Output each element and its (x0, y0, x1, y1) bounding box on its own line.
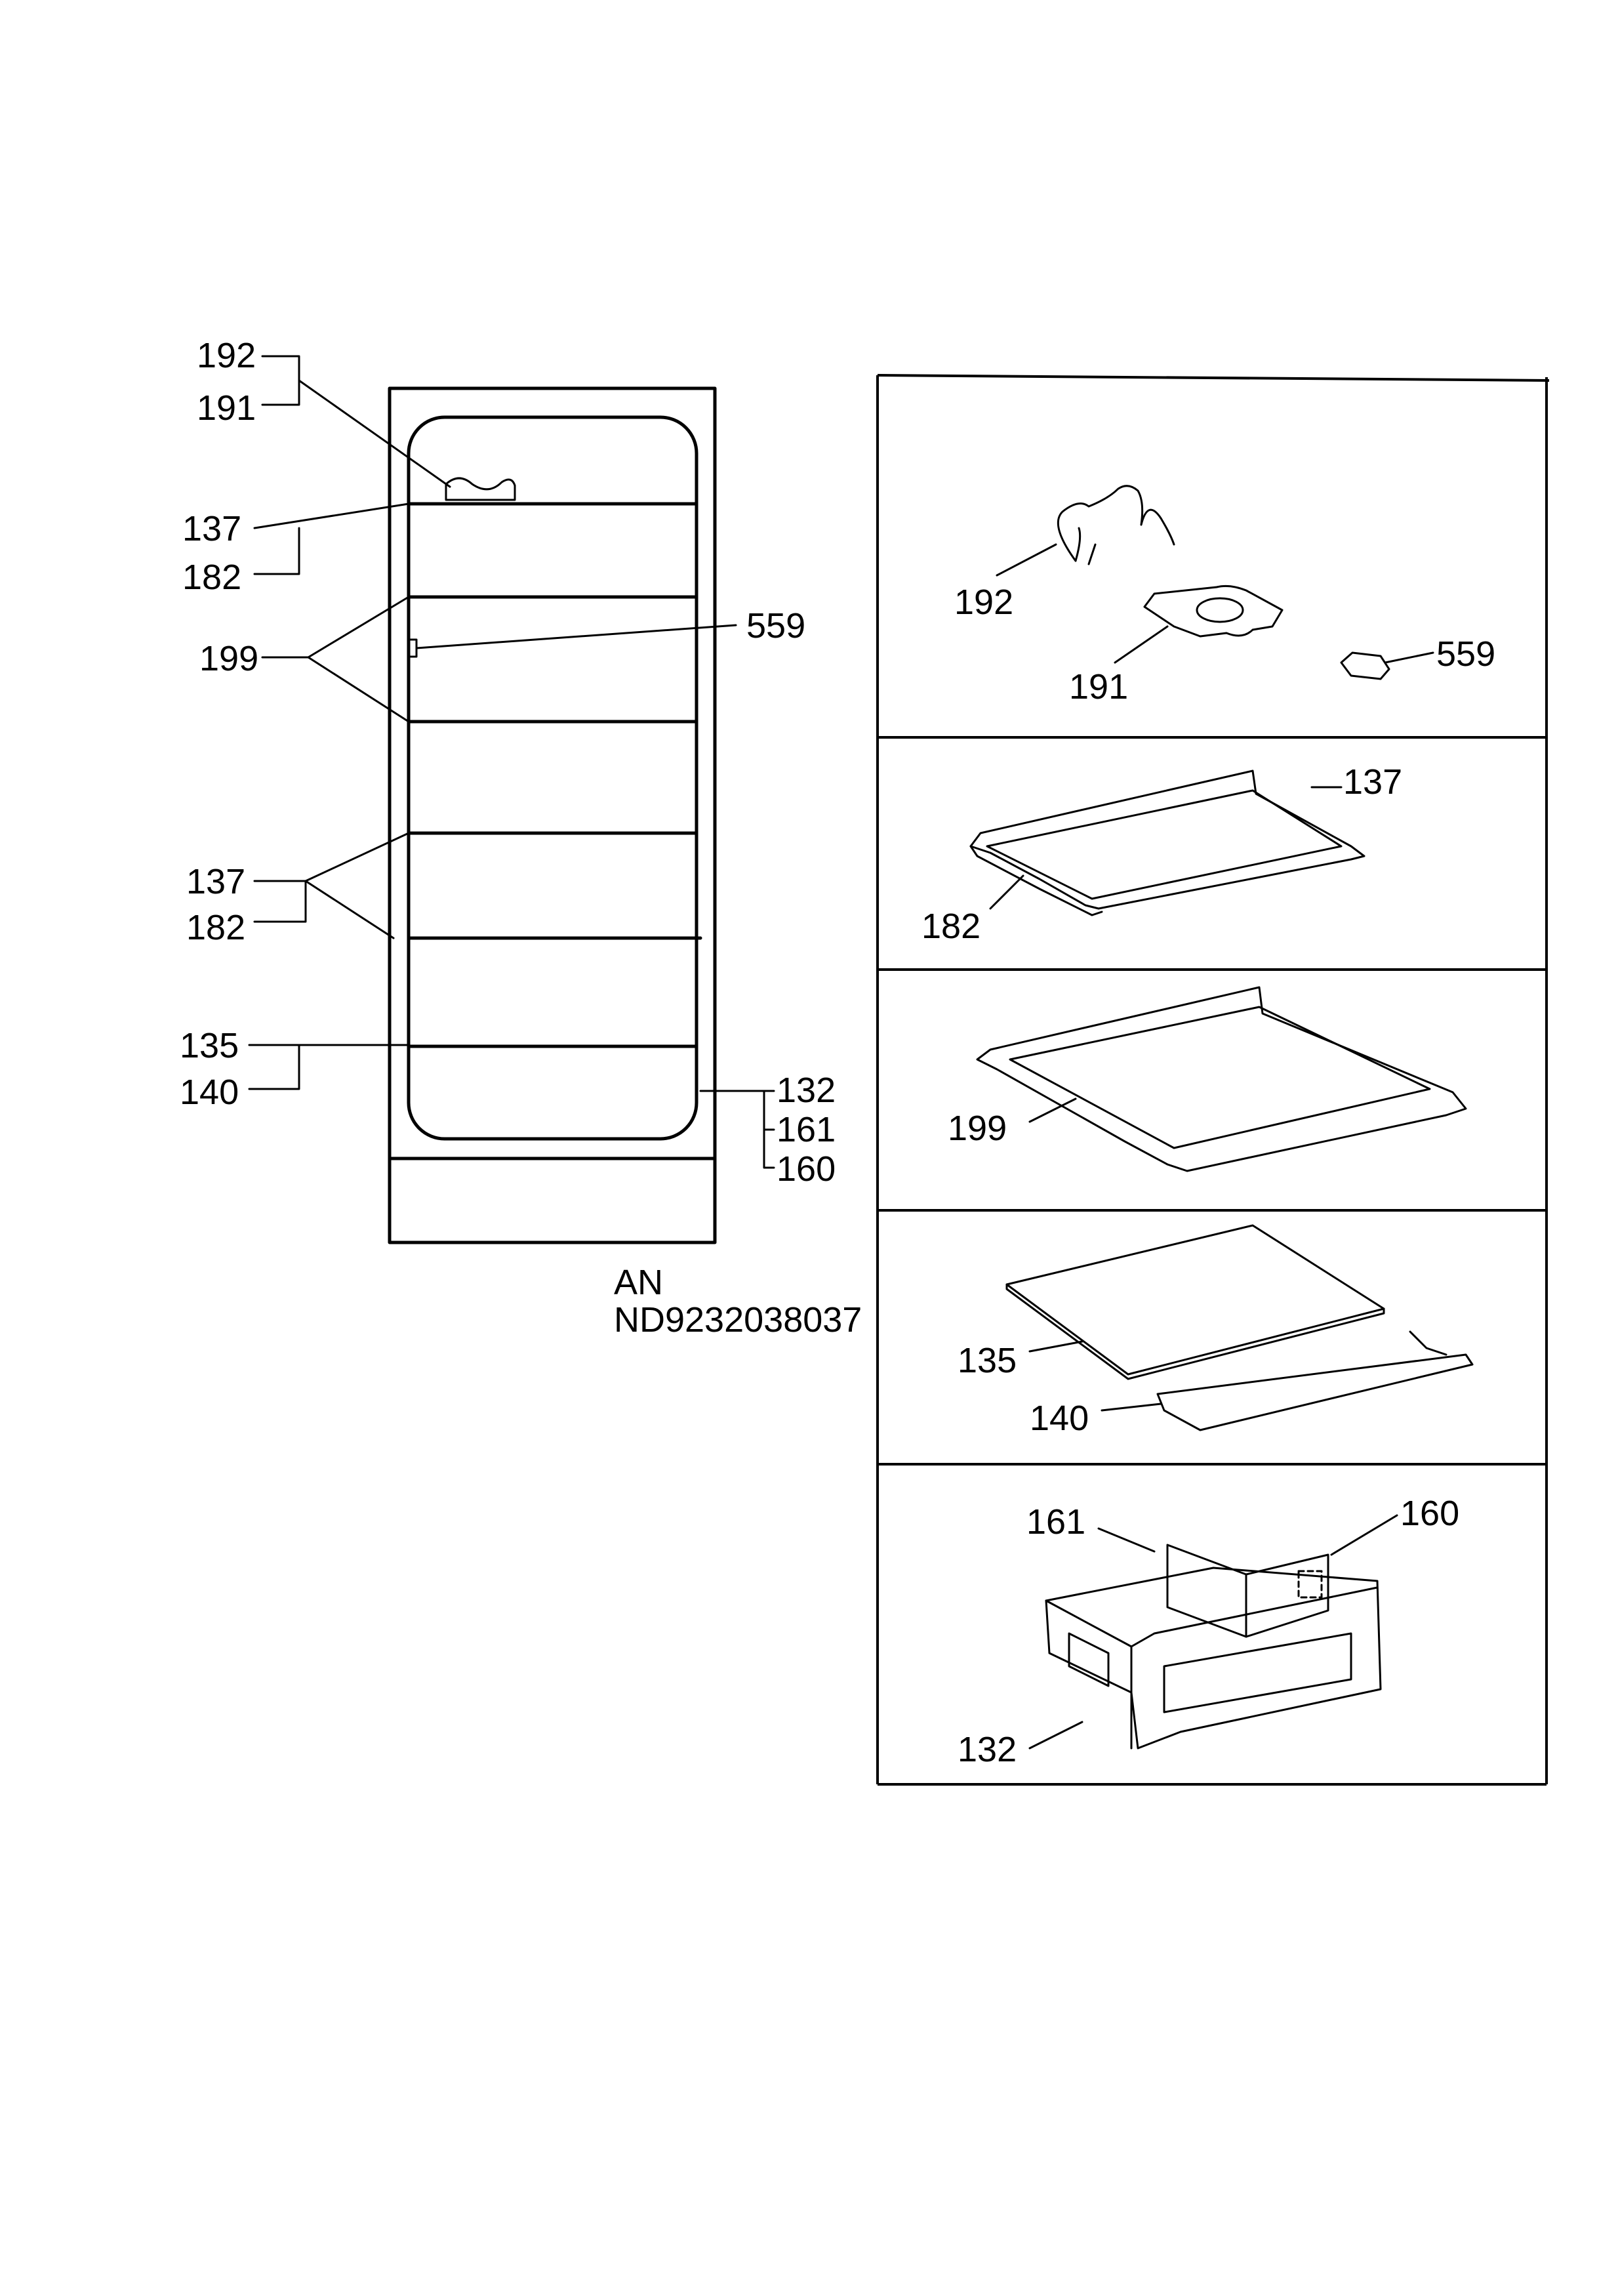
panel-glass-shelf: 137 182 (921, 762, 1402, 946)
label-132: 132 (958, 1730, 1017, 1769)
wire-clip-192 (1057, 485, 1175, 565)
cabinet-liner (407, 415, 698, 1141)
glass-plate-135 (1005, 1224, 1385, 1376)
bracket-135-140 (248, 1044, 300, 1090)
bracket-192-191 (261, 355, 300, 406)
label-182: 182 (921, 907, 981, 946)
panel-top-border (877, 374, 1550, 382)
drawer-132 (1045, 1567, 1382, 1750)
label-192: 192 (197, 336, 256, 375)
label-559: 559 (746, 606, 805, 646)
trim-140 (1156, 1353, 1474, 1431)
glass-shelf-199-pane (1009, 1006, 1431, 1149)
leader-140 (1101, 1403, 1162, 1412)
clip-559 (1340, 651, 1390, 680)
model-code-line1: AN (614, 1263, 663, 1302)
label-191: 191 (197, 388, 256, 428)
drawer-rim (1130, 1586, 1379, 1648)
leader-192 (996, 543, 1057, 577)
cabinet-overview: 192 191 137 182 199 559 137 182 135 140 … (180, 336, 862, 1340)
label-140: 140 (180, 1073, 239, 1112)
label-182: 182 (182, 558, 241, 597)
divider-slot (1297, 1570, 1323, 1599)
label-137: 137 (1343, 762, 1402, 802)
label-559: 559 (1436, 634, 1495, 674)
label-199: 199 (199, 639, 258, 678)
label-182: 182 (186, 908, 245, 947)
label-161: 161 (777, 1110, 836, 1149)
panel-ice-parts: 192 191 559 (954, 485, 1495, 707)
panel-glass-shelf-199: 199 (948, 986, 1467, 1172)
bracket-137-182-top (253, 527, 300, 575)
leader-199 (1028, 1097, 1077, 1123)
label-132: 132 (777, 1071, 836, 1110)
panel-glass-plate: 135 140 (958, 1224, 1474, 1438)
model-code-line2: ND9232038037 (614, 1300, 862, 1340)
label-135: 135 (958, 1341, 1017, 1380)
label-160: 160 (777, 1149, 836, 1189)
ice-holder-cup (1196, 597, 1244, 623)
label-137: 137 (182, 509, 241, 548)
trim-140-end (1409, 1330, 1447, 1356)
bracket-137-182-mid (253, 880, 307, 923)
leader-191 (1114, 625, 1169, 664)
shelf-trim-182 (969, 845, 1103, 916)
drawer-side-cutout (1163, 1632, 1352, 1713)
leader-137-mid-b (304, 880, 395, 939)
leader-161 (1097, 1527, 1156, 1553)
glass-shelf-137 (969, 769, 1365, 910)
glass-shelf-pane (986, 789, 1343, 900)
panel-drawer: 161 160 132 (958, 1494, 1459, 1769)
drawer-front-edge (1045, 1599, 1133, 1750)
leader-160 (1330, 1514, 1398, 1556)
label-137: 137 (186, 862, 245, 901)
leader-199-b (307, 656, 410, 723)
label-199: 199 (948, 1109, 1007, 1148)
leader-559 (415, 624, 737, 649)
bracket-132-161-160 (763, 1090, 775, 1169)
leader-559 (1384, 651, 1434, 664)
leader-182 (989, 874, 1024, 910)
glass-plate-edge (1005, 1283, 1385, 1380)
label-135: 135 (180, 1026, 239, 1065)
ice-holder-191 (1143, 584, 1284, 638)
drawer-handle (1068, 1632, 1110, 1687)
divider-161 (1166, 1544, 1247, 1638)
label-191: 191 (1069, 667, 1128, 707)
leader-132 (1028, 1721, 1083, 1750)
label-160: 160 (1400, 1494, 1459, 1533)
leader-192-191 (298, 379, 451, 488)
label-192: 192 (954, 583, 1013, 622)
leader-137-mid-a (304, 832, 410, 882)
leader-135 (1028, 1340, 1083, 1353)
cabinet-outer (388, 386, 717, 1244)
leader-199-a (307, 596, 410, 659)
divider-160 (1245, 1553, 1329, 1638)
label-161: 161 (1026, 1502, 1085, 1542)
parts-panels (876, 374, 1550, 1786)
leader-137-top (253, 502, 410, 529)
ice-bracket-shape (445, 477, 516, 501)
label-140: 140 (1030, 1399, 1089, 1438)
